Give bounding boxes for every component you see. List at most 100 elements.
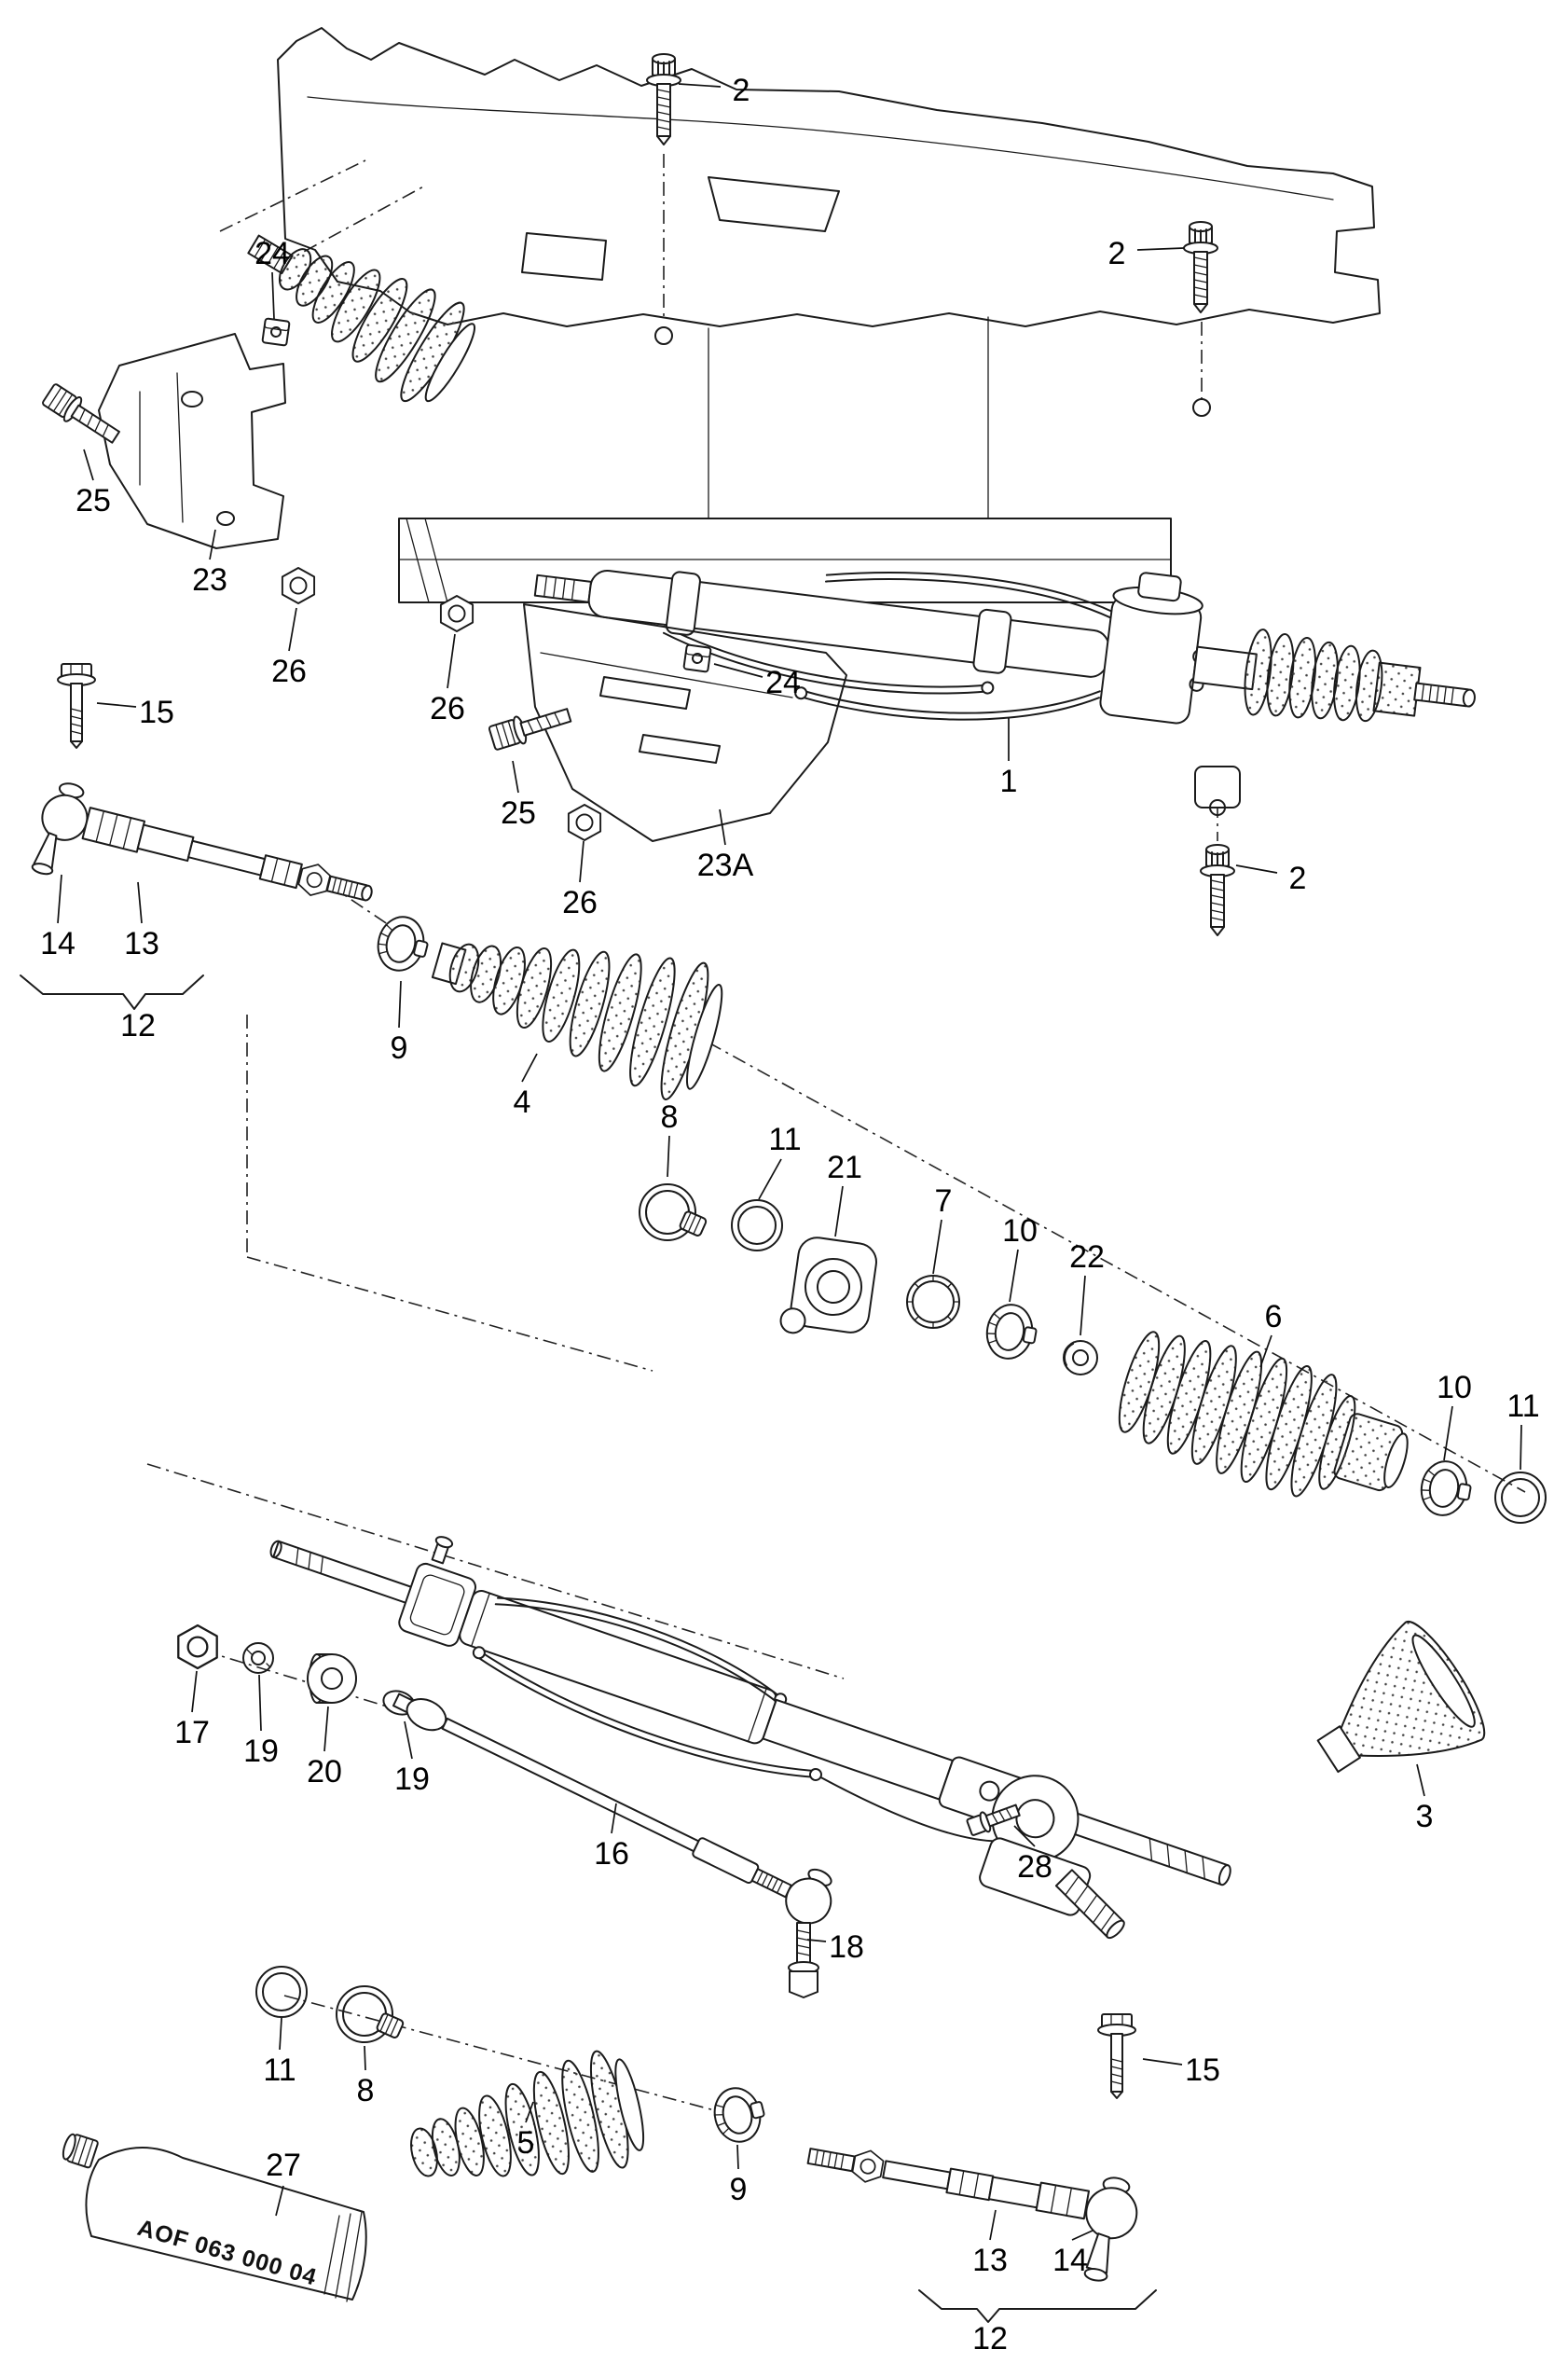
leader-line-27 bbox=[275, 2185, 284, 2217]
part-label-26-11: 26 bbox=[562, 885, 598, 920]
part-label-27-44: 27 bbox=[266, 2148, 301, 2183]
part-label-12-43: 12 bbox=[972, 2321, 1008, 2356]
leader-line-9 bbox=[398, 980, 402, 1029]
part-label-8-38: 8 bbox=[357, 2073, 375, 2108]
clamp-10b bbox=[1416, 1457, 1476, 1521]
leader-line-13 bbox=[137, 881, 143, 924]
part-label-19-30: 19 bbox=[243, 1734, 279, 1769]
leader-line-23A bbox=[719, 808, 726, 846]
part-label-10-27: 10 bbox=[1437, 1370, 1472, 1405]
bolt-2-top bbox=[646, 53, 681, 145]
bolt-15a bbox=[57, 663, 96, 749]
leader-line-4 bbox=[521, 1053, 538, 1083]
leader-line-2 bbox=[1136, 247, 1185, 251]
boot-6 bbox=[1118, 1331, 1409, 1498]
rack-boot-right bbox=[1244, 629, 1476, 723]
clamp-10a bbox=[982, 1300, 1041, 1364]
part-label-28-35: 28 bbox=[1017, 1849, 1052, 1885]
part-label-26-9: 26 bbox=[271, 654, 307, 689]
hex-nut-26a bbox=[281, 567, 316, 604]
leader-line-14 bbox=[57, 874, 62, 924]
part-label-9-40: 9 bbox=[730, 2172, 748, 2207]
group-brace-12b bbox=[918, 2289, 1157, 2323]
leader-line-9 bbox=[736, 2144, 739, 2170]
pinion-lower-boss bbox=[1194, 766, 1241, 808]
washer-22 bbox=[1063, 1340, 1098, 1375]
clamp-9a bbox=[371, 911, 434, 977]
part-label-22-25: 22 bbox=[1069, 1239, 1105, 1275]
part-label-23-7: 23 bbox=[192, 562, 227, 598]
part-label-1-12: 1 bbox=[1000, 764, 1018, 799]
part-label-11-37: 11 bbox=[263, 2052, 296, 2088]
steering-gear-lower bbox=[269, 1536, 1231, 1940]
funnel-boot-3 bbox=[1316, 1621, 1486, 1774]
part-label-14-42: 14 bbox=[1052, 2243, 1088, 2278]
part-label-2-2: 2 bbox=[1289, 861, 1307, 896]
part-label-20-31: 20 bbox=[307, 1754, 342, 1790]
bushing-21 bbox=[779, 1237, 877, 1334]
part-label-13-16: 13 bbox=[124, 926, 159, 961]
tie-rod-upper-left bbox=[31, 782, 373, 902]
part-label-2-0: 2 bbox=[733, 73, 750, 108]
leader-line-14 bbox=[1071, 2230, 1093, 2241]
heat-shield-23a bbox=[523, 603, 847, 842]
leader-line-15 bbox=[96, 702, 137, 708]
leader-line-26 bbox=[579, 840, 585, 883]
leader-line-6 bbox=[1259, 1334, 1272, 1368]
pinion-boss-hole bbox=[1209, 799, 1226, 816]
part-label-11-21: 11 bbox=[768, 1122, 801, 1157]
part-label-26-10: 26 bbox=[430, 691, 465, 726]
leader-line-24 bbox=[271, 271, 275, 320]
leader-line-15 bbox=[1142, 2058, 1183, 2066]
leader-line-19 bbox=[404, 1720, 413, 1760]
leader-line-11 bbox=[279, 2017, 282, 2051]
part-label-15-14: 15 bbox=[1185, 2052, 1220, 2088]
part-label-16-33: 16 bbox=[594, 1836, 629, 1872]
leader-line-21 bbox=[834, 1185, 844, 1237]
leader-line-16 bbox=[611, 1803, 617, 1834]
leader-line-20 bbox=[323, 1706, 329, 1752]
part-label-19-32: 19 bbox=[394, 1762, 430, 1797]
leader-line-28 bbox=[1013, 1825, 1036, 1847]
part-label-2-1: 2 bbox=[1108, 236, 1126, 271]
part-label-12-17: 12 bbox=[120, 1008, 156, 1043]
oring-11c bbox=[255, 1966, 308, 2018]
leader-line-11 bbox=[1520, 1424, 1522, 1471]
part-label-13-41: 13 bbox=[972, 2243, 1008, 2278]
part-label-8-20: 8 bbox=[661, 1099, 679, 1135]
oring-11a bbox=[731, 1199, 783, 1251]
bushing-20 bbox=[307, 1653, 357, 1704]
leader-line-17 bbox=[191, 1670, 198, 1713]
leader-line-26 bbox=[288, 607, 297, 652]
bolt-2-right bbox=[1183, 221, 1218, 313]
rack-boot-left bbox=[247, 234, 476, 403]
leader-line-3 bbox=[1416, 1763, 1425, 1797]
ring-7 bbox=[906, 1275, 960, 1329]
inner-tie-rod-16 bbox=[392, 1693, 832, 1925]
square-nut-24b bbox=[682, 643, 712, 673]
bolt-25b bbox=[488, 708, 572, 751]
bolt-28 bbox=[966, 1803, 1021, 1836]
hex-nut-26b bbox=[439, 595, 475, 632]
steering-gear-upper bbox=[533, 570, 1476, 725]
bolt-2-lower bbox=[1200, 844, 1235, 936]
leader-line-11 bbox=[758, 1158, 782, 1200]
hex-nut-26c bbox=[567, 804, 602, 841]
part-label-24-3: 24 bbox=[254, 236, 290, 271]
clamp-9b bbox=[708, 2081, 771, 2148]
leader-line-25 bbox=[83, 449, 94, 481]
part-label-9-18: 9 bbox=[391, 1030, 408, 1066]
boot-5 bbox=[410, 2050, 645, 2177]
part-label-18-36: 18 bbox=[829, 1929, 864, 1965]
hex-nut-17 bbox=[177, 1624, 218, 1670]
leader-line-19 bbox=[258, 1674, 262, 1732]
leader-line-5 bbox=[525, 2101, 534, 2123]
part-label-17-29: 17 bbox=[174, 1715, 210, 1750]
part-label-25-6: 25 bbox=[501, 795, 536, 831]
leader-line-13 bbox=[989, 2209, 997, 2241]
part-label-4-19: 4 bbox=[514, 1085, 531, 1120]
leader-line-2 bbox=[678, 83, 722, 88]
leader-line-8 bbox=[667, 1135, 670, 1178]
leader-line-24 bbox=[713, 663, 763, 678]
